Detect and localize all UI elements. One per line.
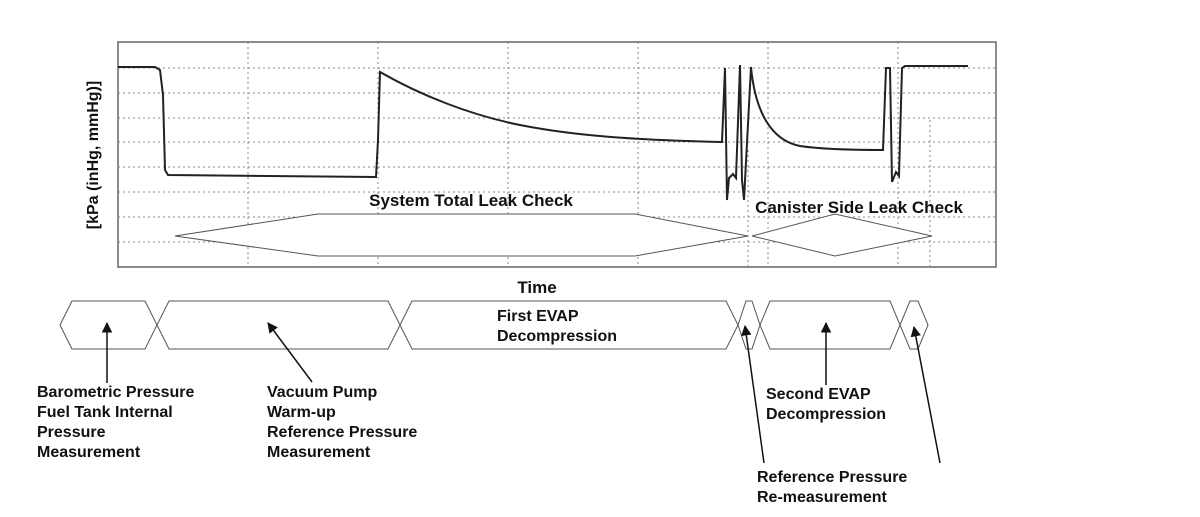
pressure-trace [118, 64, 968, 201]
canister-leak-check-label: Canister Side Leak Check [755, 198, 963, 217]
arrow-reference-2 [910, 325, 941, 464]
arrow-reference-1 [741, 324, 765, 464]
first-evap-label: First EVAP Decompression [497, 308, 617, 345]
y-axis-label: [kPa (inHg, mmHg)] [85, 81, 102, 229]
phase-second-evap [759, 300, 901, 350]
phase-vacuum-warmup [156, 300, 401, 350]
phase-barometric [59, 300, 158, 350]
canister-leak-check-shape [751, 213, 933, 257]
vacuum-label: Vacuum Pump Warm-up Reference Pressure M… [267, 384, 422, 461]
barometric-label: Barometric Pressure Fuel Tank Internal P… [37, 384, 199, 461]
reference-remeasure-label: Reference Pressure Re-measurement [757, 469, 912, 506]
phase-timeline [59, 300, 929, 350]
phase-reference-2 [899, 300, 929, 350]
arrow-vacuum [267, 322, 313, 383]
x-axis-label: Time [517, 278, 556, 297]
phase-reference-1 [737, 300, 761, 350]
second-evap-label: Second EVAP Decompression [766, 386, 886, 423]
total-leak-check-label: System Total Leak Check [369, 191, 573, 210]
total-leak-check-shape [174, 213, 749, 257]
